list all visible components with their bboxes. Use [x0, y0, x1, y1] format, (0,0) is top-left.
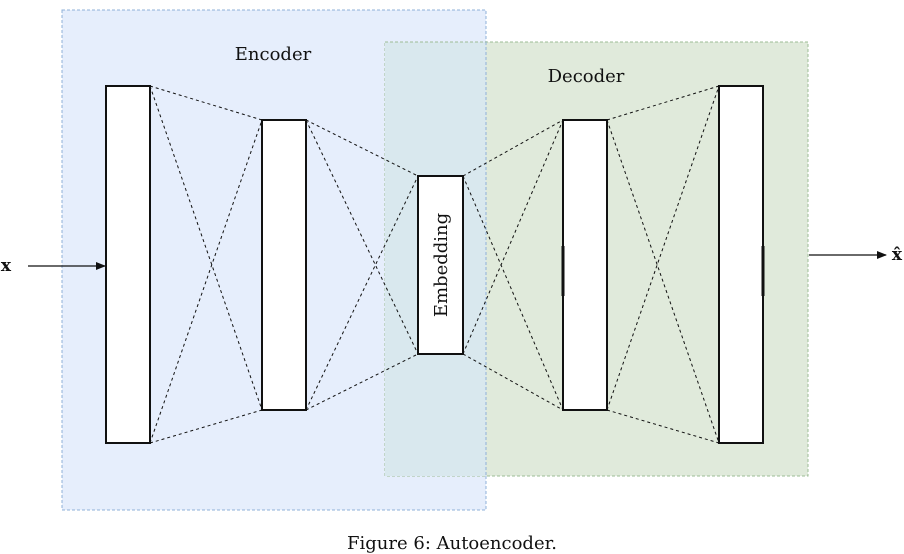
connection-lines	[149, 85, 720, 444]
encoder-hidden-layer	[261, 119, 307, 411]
input-label: x	[1, 256, 12, 276]
decoder-label: Decoder	[548, 66, 625, 87]
figure-caption: Figure 6: Autoencoder.	[347, 533, 557, 554]
embedding-layer	[417, 175, 464, 355]
embedding-label: Embedding	[431, 213, 452, 317]
decoder-hidden-layer	[562, 119, 608, 411]
output-label: x̂	[892, 245, 903, 265]
output-layer	[718, 85, 764, 444]
encoder-label: Encoder	[235, 44, 312, 65]
input-layer	[105, 85, 151, 444]
